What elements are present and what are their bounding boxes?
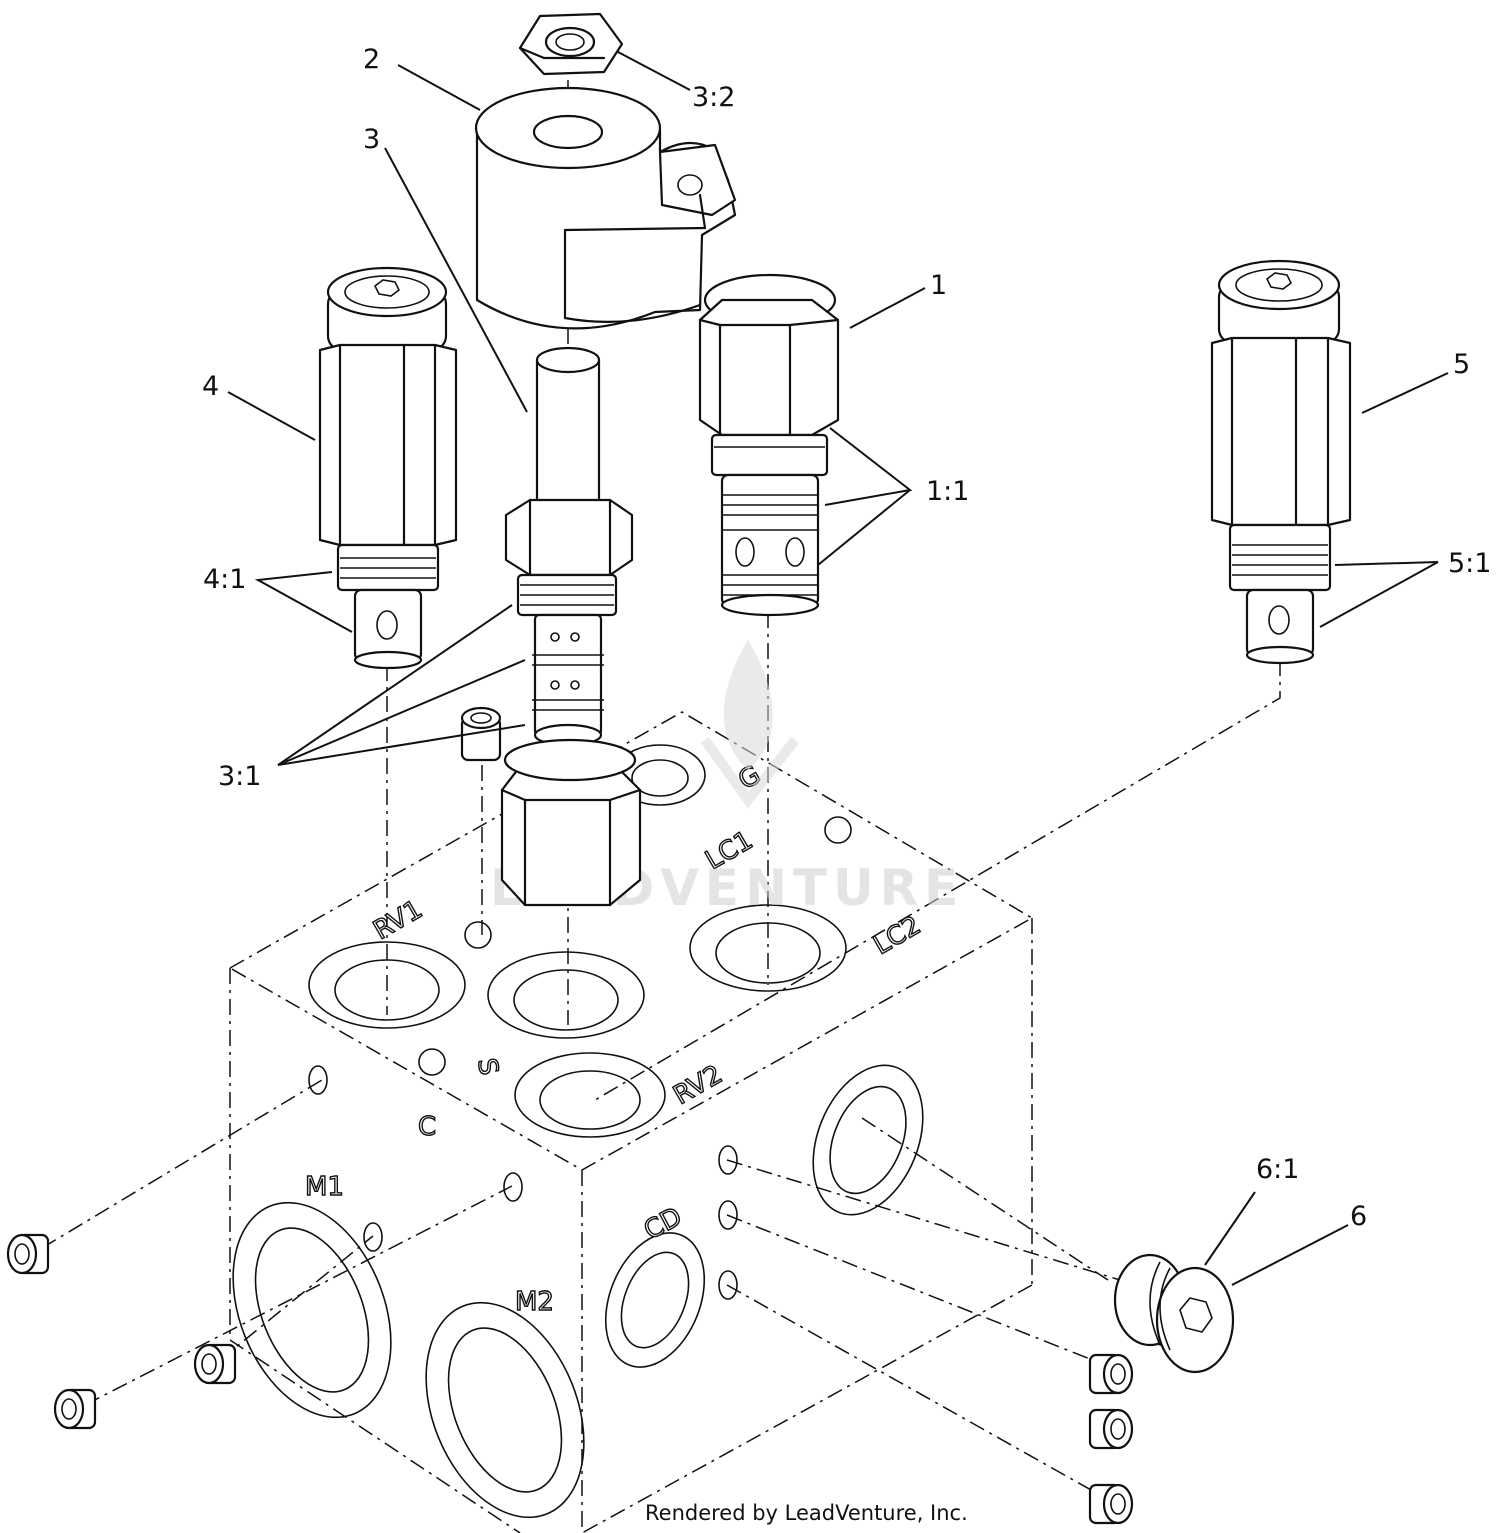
left-face-port	[503, 1172, 523, 1202]
leader-lines	[227, 51, 1449, 1286]
set-screw-plug-left-top	[6, 1233, 50, 1275]
port-cd-cavity	[604, 1232, 706, 1368]
port-label-cd: CD	[639, 1202, 687, 1246]
top-small-port	[464, 921, 492, 949]
port-m1-cavity	[232, 1201, 392, 1419]
top-small-port	[824, 816, 852, 844]
callout-5: 5	[1453, 349, 1470, 380]
port-lc2-cavity	[689, 904, 847, 992]
callout-4-1: 4:1	[203, 564, 246, 595]
set-screw-plug-right-bottom	[1088, 1483, 1134, 1525]
callout-4: 4	[202, 371, 219, 402]
part-1-cartridge-valve	[698, 273, 840, 617]
part-4-relief-valve	[318, 266, 458, 670]
callout-3: 3	[363, 124, 380, 155]
left-face-port	[308, 1065, 328, 1095]
right-face-port	[718, 1270, 738, 1300]
block-hex-plug	[500, 738, 642, 907]
callout-3-1: 3:1	[218, 761, 261, 792]
part-3-1-orifice	[460, 706, 502, 762]
port-rv2-cavity	[514, 1052, 666, 1138]
port-label-lc2: LC2	[869, 910, 927, 961]
part-3-solenoid-cartridge	[504, 346, 634, 747]
callout-1: 1	[930, 270, 947, 301]
right-face-port	[718, 1145, 738, 1175]
callout-6-1: 6:1	[1256, 1154, 1299, 1185]
set-screw-plug-right-top	[1088, 1353, 1134, 1395]
port-rv1-cavity	[308, 941, 466, 1029]
port-label-m1: M1	[305, 1172, 344, 1202]
manifold-block	[228, 711, 1034, 1533]
port-label-c: C	[418, 1112, 436, 1142]
callout-labels: 2 3:2 3 1 1:1 4 4:1 5 5:1 3:1 6:1 6	[202, 44, 1491, 1232]
top-small-port	[418, 1048, 446, 1076]
right-face-large-port	[812, 1064, 924, 1216]
part-3-2-nut	[518, 12, 624, 76]
port-label-s: S	[471, 1056, 503, 1077]
set-screw-plug-left-mid	[193, 1343, 237, 1385]
right-face-port	[718, 1200, 738, 1230]
callout-6: 6	[1350, 1201, 1367, 1232]
port-label-m2: M2	[515, 1287, 554, 1317]
watermark-flame-logo	[723, 640, 773, 770]
port-label-rv2: RV2	[669, 1060, 728, 1111]
part-6-plug	[1113, 1253, 1235, 1374]
port-s-cavity	[487, 951, 645, 1039]
left-face-port	[363, 1222, 383, 1252]
callout-5-1: 5:1	[1448, 548, 1491, 579]
port-label-rv1: RV1	[369, 895, 428, 946]
set-screw-plug-left-bottom	[53, 1388, 97, 1430]
set-screw-plugs	[6, 1233, 1134, 1525]
callout-2: 2	[363, 44, 380, 75]
render-credit: Rendered by LeadVenture, Inc.	[645, 1501, 968, 1525]
set-screw-plug-right-mid	[1088, 1408, 1134, 1450]
callout-3-2: 3:2	[692, 82, 735, 113]
part-2-solenoid-coil	[474, 86, 737, 330]
callout-1-1: 1:1	[926, 476, 969, 507]
port-m2-cavity	[425, 1301, 585, 1519]
part-5-relief-valve	[1210, 259, 1352, 665]
